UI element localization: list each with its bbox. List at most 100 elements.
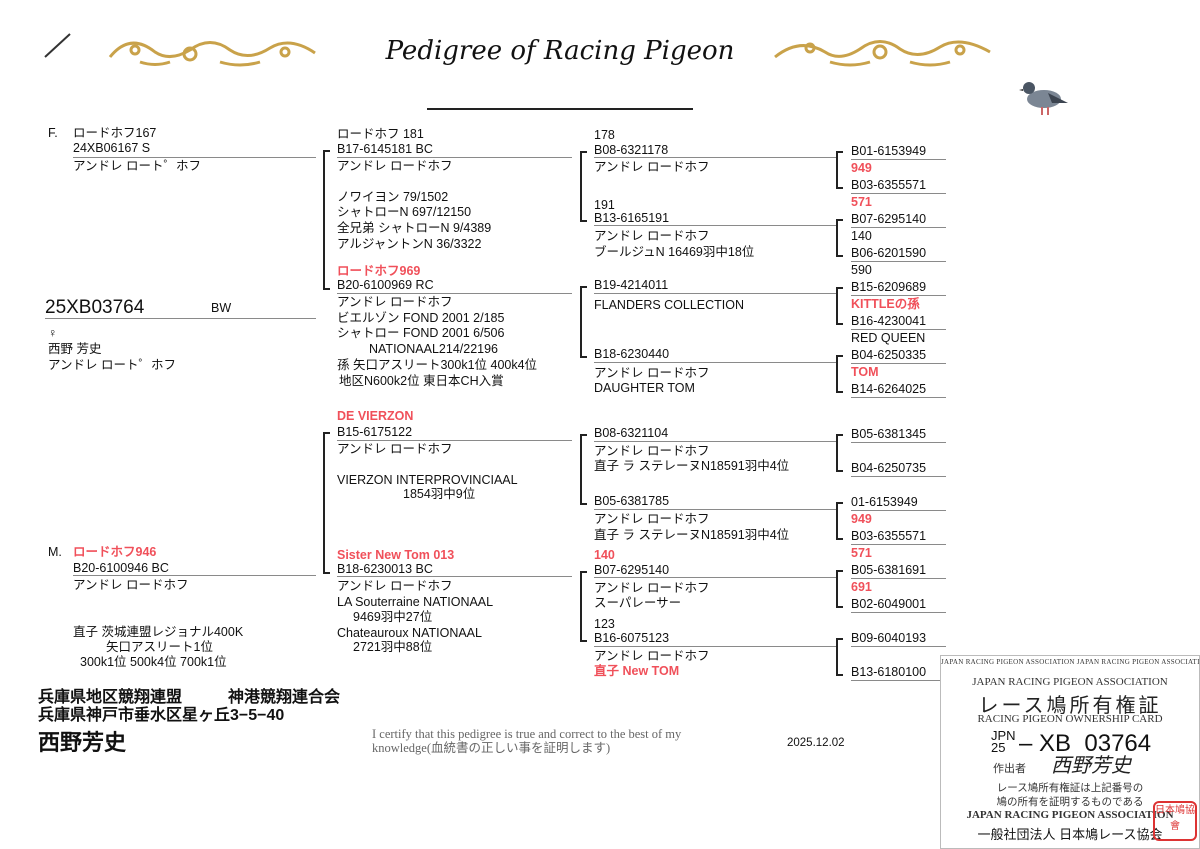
card-ring-letters: XB [1039,730,1072,757]
card-assoc-jp: 一般社団法人 日本鳩レース協会 [977,827,1163,842]
ss-note: 全兄弟 シャトローN 9/4389 [337,221,492,235]
underline [851,159,946,160]
bracket [323,432,330,574]
dam-note: 直子 茨城連盟レジョナル400K [73,625,244,639]
gen4-ring: B13-6180100 [851,665,927,679]
address: 兵庫県神戸市垂水区星ヶ丘3−5−40 [38,707,285,724]
dam-label: M. [48,545,62,559]
gen4-ring: B15-6209689 [851,280,927,294]
card-title-jp: レース鳩所有権証 [978,695,1162,717]
bracket [580,571,587,642]
gen4-ring: B05-6381691 [851,563,927,577]
gen4-note: 949 [851,512,872,526]
card-issuer-label: 作出者 [993,763,1026,775]
card-statement: レース鳩所有権証は上記番号の [996,783,1144,794]
dd-note: Chateauroux NATIONAAL [337,626,482,640]
ornament-right [774,40,991,67]
gen4-ring: B03-6355571 [851,178,927,192]
underline [851,680,946,681]
sire-label: F. [48,126,58,140]
gen3-line: アンドレ ロードホフ [594,160,710,174]
gen4-note: 571 [851,195,872,209]
subject-owner: 西野 芳史 [48,342,102,356]
gen4-ring: B06-6201590 [851,246,927,260]
underline [851,612,946,613]
gen4-note: 140 [851,229,872,243]
bracket [836,570,843,608]
dam-name: ロードホフ946 [73,545,157,559]
card-assoc-en: JAPAN RACING PIGEON ASSOCIATION [972,676,1168,688]
gen4-ring: B01-6153949 [851,144,927,158]
sire-name: ロードホフ167 [73,126,157,140]
ds-breeder: アンドレ ロードホフ [337,442,453,456]
gen3-pre: 140 [594,548,615,562]
gen3-red-line: 直子 New TOM [594,664,680,678]
sd-name: ロードホフ969 [337,264,421,278]
bracket [836,434,843,472]
bracket [836,151,843,189]
underline [851,578,946,579]
underline [851,193,946,194]
gen3-line: アンドレ ロードホフ [594,229,710,243]
gen4-note: 949 [851,161,872,175]
gen3-line: ブールジュN 16469羽中18位 [594,245,755,259]
ds-note: 1854羽中9位 [403,487,476,501]
ss-note: アルジャントンN 36/3322 [337,237,482,251]
bracket [836,502,843,540]
gen3-ring: B18-6230440 [594,347,670,361]
underline [851,476,946,477]
gen4-ring: B04-6250335 [851,348,927,362]
sd-note: ビエルゾン FOND 2001 2/185 [337,311,505,325]
page-title: Pedigree of Racing Pigeon [385,36,735,66]
card-statement: 鳩の所有を証明するものである [996,797,1144,808]
sire-ring: 24XB06167 S [73,141,151,155]
underline [851,363,946,364]
bracket [580,151,587,222]
gen4-ring: B05-6381345 [851,427,927,441]
gen3-line: アンドレ ロードホフ [594,512,710,526]
gen3-pre: 178 [594,128,615,142]
sd-ring: B20-6100969 RC [337,278,434,292]
gen3-pre: 191 [594,198,615,212]
gen3-line: アンドレ ロードホフ [594,444,710,458]
dd-breeder: アンドレ ロードホフ [337,579,453,593]
gen4-note: 571 [851,546,872,560]
gen3-line: 直子 ラ ステレーヌN18591羽中4位 [594,459,790,473]
gen4-ring: B04-6250735 [851,461,927,475]
card-ring-number: 03764 [1084,730,1152,757]
subject-breeder: アンドレ ロート゜ホフ [48,358,176,372]
dd-note: 2721羽中88位 [353,640,433,654]
club: 神港競翔連合会 [228,689,341,706]
card-title-en: RACING PIGEON OWNERSHIP CARD [977,713,1163,725]
underline [851,295,946,296]
dam-note: 矢口アスリート1位 [106,640,213,654]
sd-note: シャトロー FOND 2001 6/506 [337,326,505,340]
gen3-ring: B16-6075123 [594,631,670,645]
ss-note: ノワイヨン 79/1502 [337,190,449,204]
subject-ring: 25XB03764 [45,297,145,318]
title-underline [427,108,693,110]
sd-breeder: アンドレ ロードホフ [337,295,453,309]
gen4-note: KITTLEの孫 [851,297,920,311]
seal-stamp: 日本鳩協會 [1153,801,1197,841]
gen3-line: スーパレーサー [594,596,682,610]
bracket [836,287,843,325]
dam-ring: B20-6100946 BC [73,561,169,575]
gen3-line: アンドレ ロードホフ [594,366,710,380]
underline [851,261,946,262]
dam-note: 300k1位 500k4位 700k1位 [80,655,227,669]
underline [851,397,946,398]
subject-color: BW [211,301,232,315]
underline [851,510,946,511]
gen3-pre: 123 [594,617,615,631]
ss-ring: B17-6145181 BC [337,142,433,156]
date: 2025.12.02 [787,737,845,749]
bracket [323,150,330,290]
gen4-note: 691 [851,580,872,594]
gen3-line: 直子 ラ ステレーヌN18591羽中4位 [594,528,790,542]
gen3-line: アンドレ ロードホフ [594,581,710,595]
card-border-text: JAPAN RACING PIGEON ASSOCIATION JAPAN RA… [941,658,1200,666]
ds-name: DE VIERZON [337,409,414,423]
card-signature: 西野芳史 [1051,755,1131,777]
gen4-ring: B03-6355571 [851,529,927,543]
